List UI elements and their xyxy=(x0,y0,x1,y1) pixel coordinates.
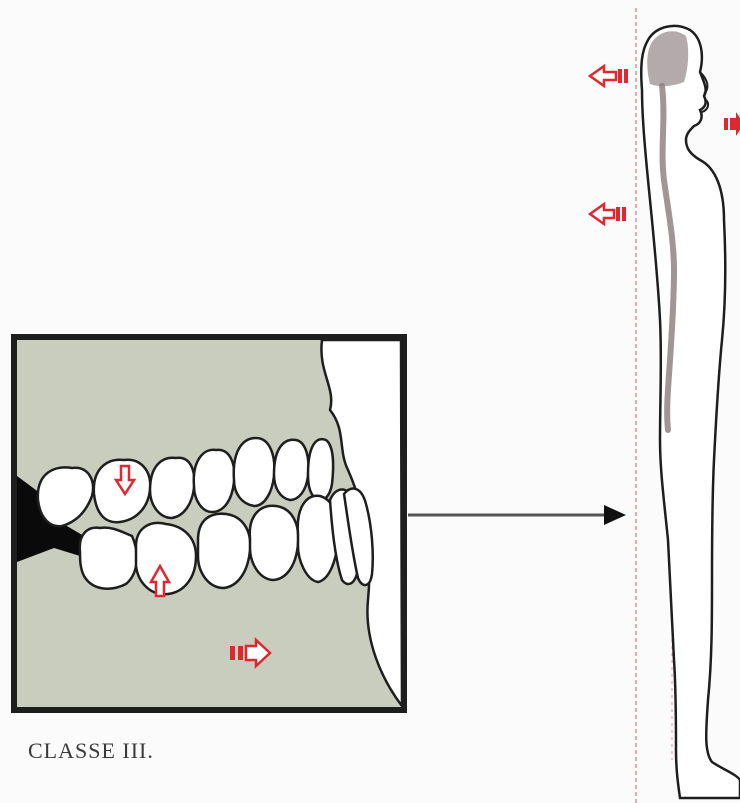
figure-caption: CLASSE III. xyxy=(28,738,154,764)
body-outline xyxy=(641,26,740,798)
body-silhouette xyxy=(641,26,740,798)
upper-central-incisor xyxy=(308,439,333,500)
occlusion-panel xyxy=(14,337,404,710)
head-back-arrow-icon xyxy=(590,66,628,86)
lower-premolar-1 xyxy=(198,514,250,588)
lower-molar-2 xyxy=(136,523,196,594)
lower-premolar-2 xyxy=(250,506,299,580)
upper-premolar-2 xyxy=(194,450,235,512)
upper-lateral-incisor xyxy=(274,440,309,500)
connector-arrow xyxy=(408,505,626,525)
thoracic-back-arrow-icon xyxy=(590,204,626,224)
upper-premolar-1 xyxy=(150,458,194,518)
upper-canine xyxy=(234,438,275,506)
lower-molar-1 xyxy=(80,528,137,589)
jaw-forward-arrow-icon xyxy=(724,112,740,136)
